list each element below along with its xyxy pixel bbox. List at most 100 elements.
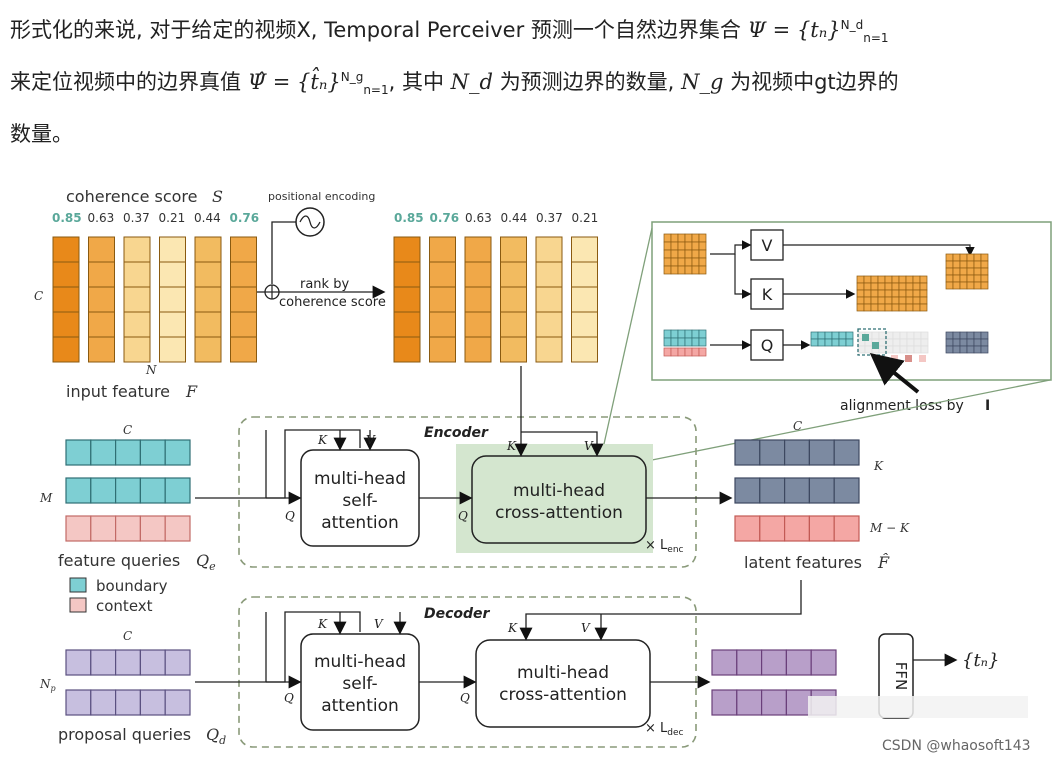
query-cell	[114, 477, 141, 504]
feature-queries-label: feature queries	[58, 551, 180, 570]
boundary-query-row	[65, 477, 191, 504]
attention-inset-content: VKQ	[663, 229, 989, 362]
query-cell	[783, 515, 810, 542]
feature-column	[52, 236, 80, 363]
feature-cell	[52, 311, 80, 338]
score-value: 0.63	[88, 211, 115, 225]
query-cell	[736, 649, 763, 676]
query-cell	[734, 477, 761, 504]
inset-k-box-label: K	[762, 285, 773, 304]
coherence-score-symbol: S	[212, 187, 223, 206]
enc-sa-line3: attention	[321, 513, 399, 533]
query-cell	[760, 649, 787, 676]
feature-cell	[88, 236, 115, 263]
score-value: 0.85	[52, 211, 82, 225]
query-cell	[164, 439, 191, 466]
query-cell	[139, 649, 166, 676]
query-cell	[783, 439, 810, 466]
feature-cell	[123, 261, 151, 288]
feature-cell	[393, 286, 421, 313]
alignment-arrow	[869, 352, 920, 394]
dec-sa-v: V	[374, 617, 384, 631]
feature-cell	[535, 336, 563, 363]
n-dim-label: N	[145, 363, 157, 377]
enc-ca-line1: multi-head	[513, 481, 605, 501]
query-cell	[783, 477, 810, 504]
latent-k-label: K	[873, 459, 884, 473]
decoder-cross-attention-box	[475, 639, 651, 728]
l-dec-label: × Ldec	[645, 721, 684, 738]
dec-sa-line2: self-	[342, 674, 377, 694]
query-cell	[90, 515, 117, 542]
feature-cell	[230, 236, 257, 263]
query-cell	[65, 515, 92, 542]
query-cell	[90, 689, 117, 716]
pq-c-label: C	[123, 629, 132, 643]
positional-encoding-label: positional encoding	[268, 190, 375, 203]
feature-cell	[535, 311, 563, 338]
feature-cell	[464, 336, 492, 363]
psi-sub: n=1	[863, 31, 889, 46]
query-cell	[711, 689, 738, 716]
enc-sa-line1: multi-head	[314, 469, 406, 489]
feature-cell	[500, 261, 527, 288]
feature-cell	[429, 336, 456, 363]
feature-cell	[88, 311, 115, 338]
feature-cell	[52, 286, 80, 313]
feature-cell	[52, 261, 80, 288]
feature-cell	[571, 286, 598, 313]
query-cell	[833, 477, 860, 504]
boundary-query-row	[65, 439, 191, 466]
intro-line-2-text: 来定位视频中的边界真值	[10, 70, 241, 94]
proposal-queries-symbol: Qd	[206, 725, 226, 747]
decoder-title: Decoder	[424, 606, 491, 622]
query-cell	[711, 649, 738, 676]
l-enc-label: × Lenc	[645, 538, 684, 555]
legend-boundary-swatch	[69, 577, 87, 593]
dec-ca-v: V	[581, 621, 591, 635]
coherence-score-title: coherence score	[66, 187, 198, 206]
proposal-queries-blocks	[65, 649, 191, 716]
ng-symbol: N_g	[681, 70, 724, 94]
feature-cell	[159, 336, 186, 363]
feature-cell	[159, 311, 186, 338]
alignment-loss-symbol: I	[985, 398, 990, 414]
feature-cell	[52, 236, 80, 263]
rank-label-2: coherence score	[279, 295, 386, 310]
feature-cell	[464, 236, 492, 263]
feature-cell	[194, 236, 222, 263]
feature-cell	[571, 336, 598, 363]
alignment-loss-label: alignment loss by	[840, 398, 964, 414]
feature-cell	[159, 236, 186, 263]
intro-line-2: 来定位视频中的边界真值 Ψ̂ = {t̂ₙ}N_gn=1, 其中 N_d 为预测…	[10, 66, 899, 97]
score-value: 0.44	[501, 211, 528, 225]
score-value: 0.37	[536, 211, 563, 225]
nd-symbol: N_d	[450, 70, 493, 94]
feature-cell	[500, 311, 527, 338]
inset-k-box	[750, 278, 784, 310]
dec-ca-k: K	[507, 621, 518, 635]
query-cell	[734, 439, 761, 466]
feature-cell	[535, 236, 563, 263]
query-cell	[833, 515, 860, 542]
encoder-title: Encoder	[424, 425, 489, 441]
score-value: 0.76	[430, 211, 460, 225]
query-cell	[808, 439, 835, 466]
dec-sa-line3: attention	[321, 696, 399, 716]
query-cell	[164, 689, 191, 716]
query-cell	[65, 439, 92, 466]
feature-column	[393, 236, 421, 363]
decoder-output-row	[711, 649, 837, 676]
feature-cell	[464, 311, 492, 338]
feature-cell	[159, 261, 186, 288]
feature-cell	[500, 336, 527, 363]
inset-key-grid	[856, 275, 928, 312]
score-value: 0.85	[394, 211, 424, 225]
feature-column	[500, 236, 527, 363]
latent-feature-blocks	[734, 439, 860, 542]
query-cell	[736, 689, 763, 716]
feature-cell	[123, 311, 151, 338]
dec-ca-line2: cross-attention	[499, 685, 627, 705]
